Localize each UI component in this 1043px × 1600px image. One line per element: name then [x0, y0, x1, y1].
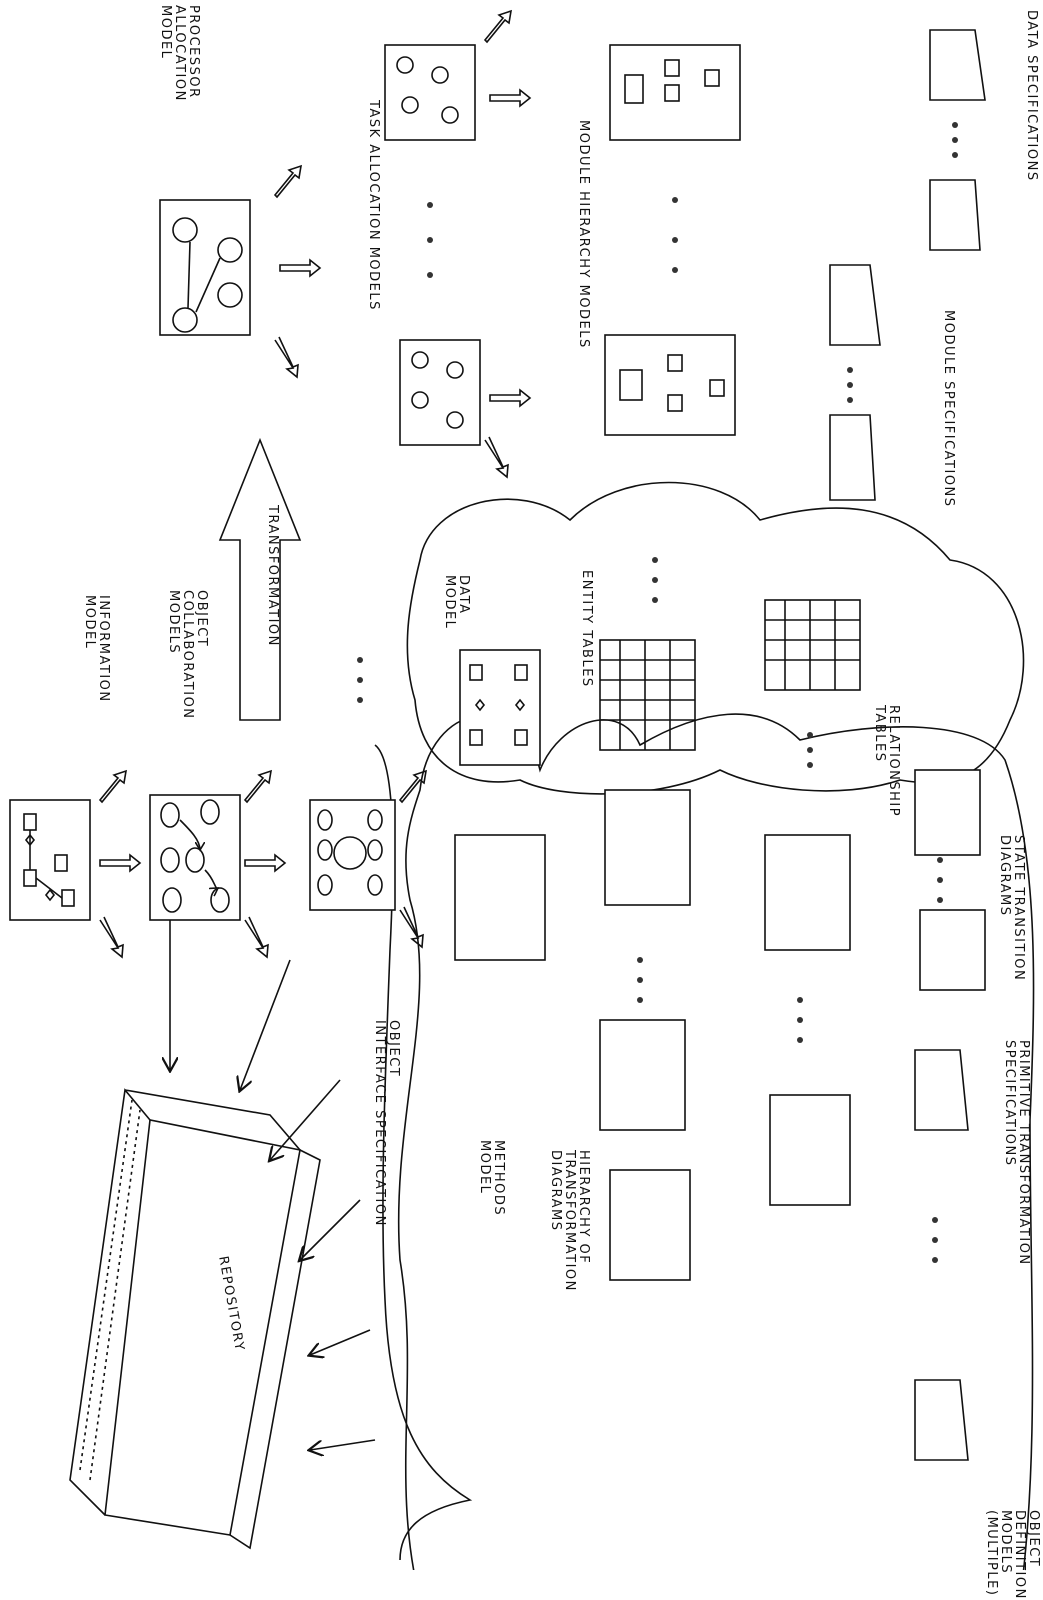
data-specifications-label: DATA SPECIFICATIONS: [1024, 10, 1038, 182]
repository-label: REPOSITORY: [215, 1255, 247, 1353]
module-hierarchy-label: MODULE HIERARCHY MODELS: [576, 120, 590, 349]
entity-tables-label: ENTITY TABLES: [579, 570, 593, 688]
task-allocation-label: TASK ALLOCATION MODELS: [366, 100, 380, 311]
transformation-label: TRANSFORMATION: [265, 505, 280, 647]
module-specifications-label: MODULE SPECIFICATIONS: [941, 310, 955, 508]
